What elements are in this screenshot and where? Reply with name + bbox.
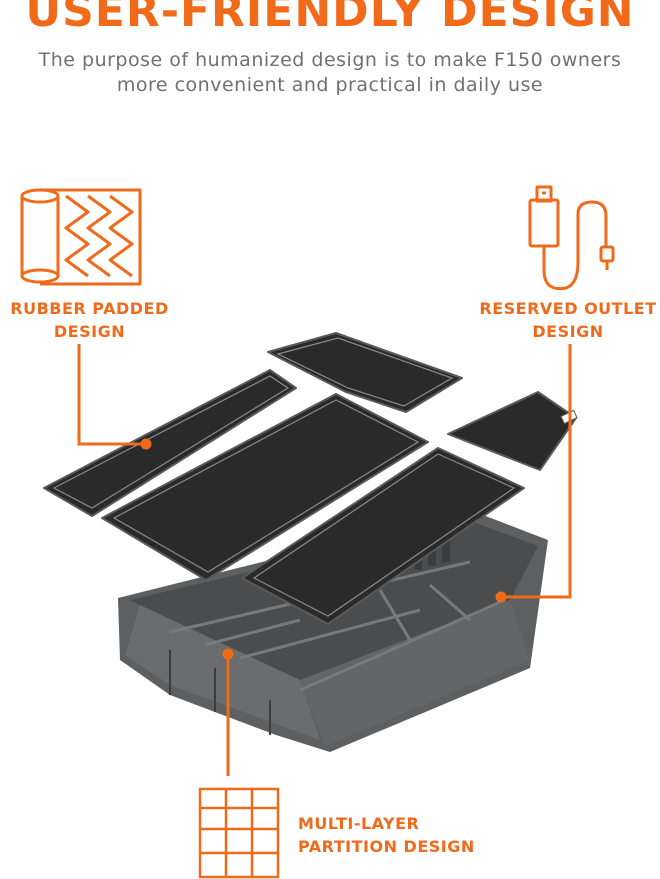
label-rubber-line-1: RUBBER PADDED [10,299,169,318]
mat-center [101,393,429,581]
label-partition-line-2: PARTITION DESIGN [298,837,475,856]
usb-cable-icon [528,185,615,291]
label-rubber-padded-design: RUBBER PADDED DESIGN [2,297,177,343]
mat-front-right [241,447,525,625]
rubber-mat-roll-icon [20,188,142,286]
page-subtitle: The purpose of humanized design is to ma… [0,48,660,98]
label-outlet-line-1: RESERVED OUTLET [479,299,657,318]
label-rubber-line-2: DESIGN [53,322,126,341]
label-reserved-outlet-design: RESERVED OUTLET DESIGN [476,297,660,343]
mat-small-right [447,391,577,471]
callout-rubber-line [77,344,146,446]
mat-rear-left [267,332,463,413]
callout-outlet-line [501,344,572,599]
label-partition-line-1: MULTI-LAYER [298,814,420,833]
rubber-mats [43,332,577,625]
page-title: USER-FRIENDLY DESIGN [25,0,635,37]
mat-long-left [43,369,297,517]
callout-lines [77,344,572,776]
subtitle-line-2: more convenient and practical in daily u… [116,74,544,96]
grid-partition-icon [198,787,280,879]
subtitle-line-1: The purpose of humanized design is to ma… [38,49,622,71]
label-outlet-line-2: DESIGN [532,322,604,341]
label-multi-layer-partition-design: MULTI-LAYER PARTITION DESIGN [298,812,498,858]
